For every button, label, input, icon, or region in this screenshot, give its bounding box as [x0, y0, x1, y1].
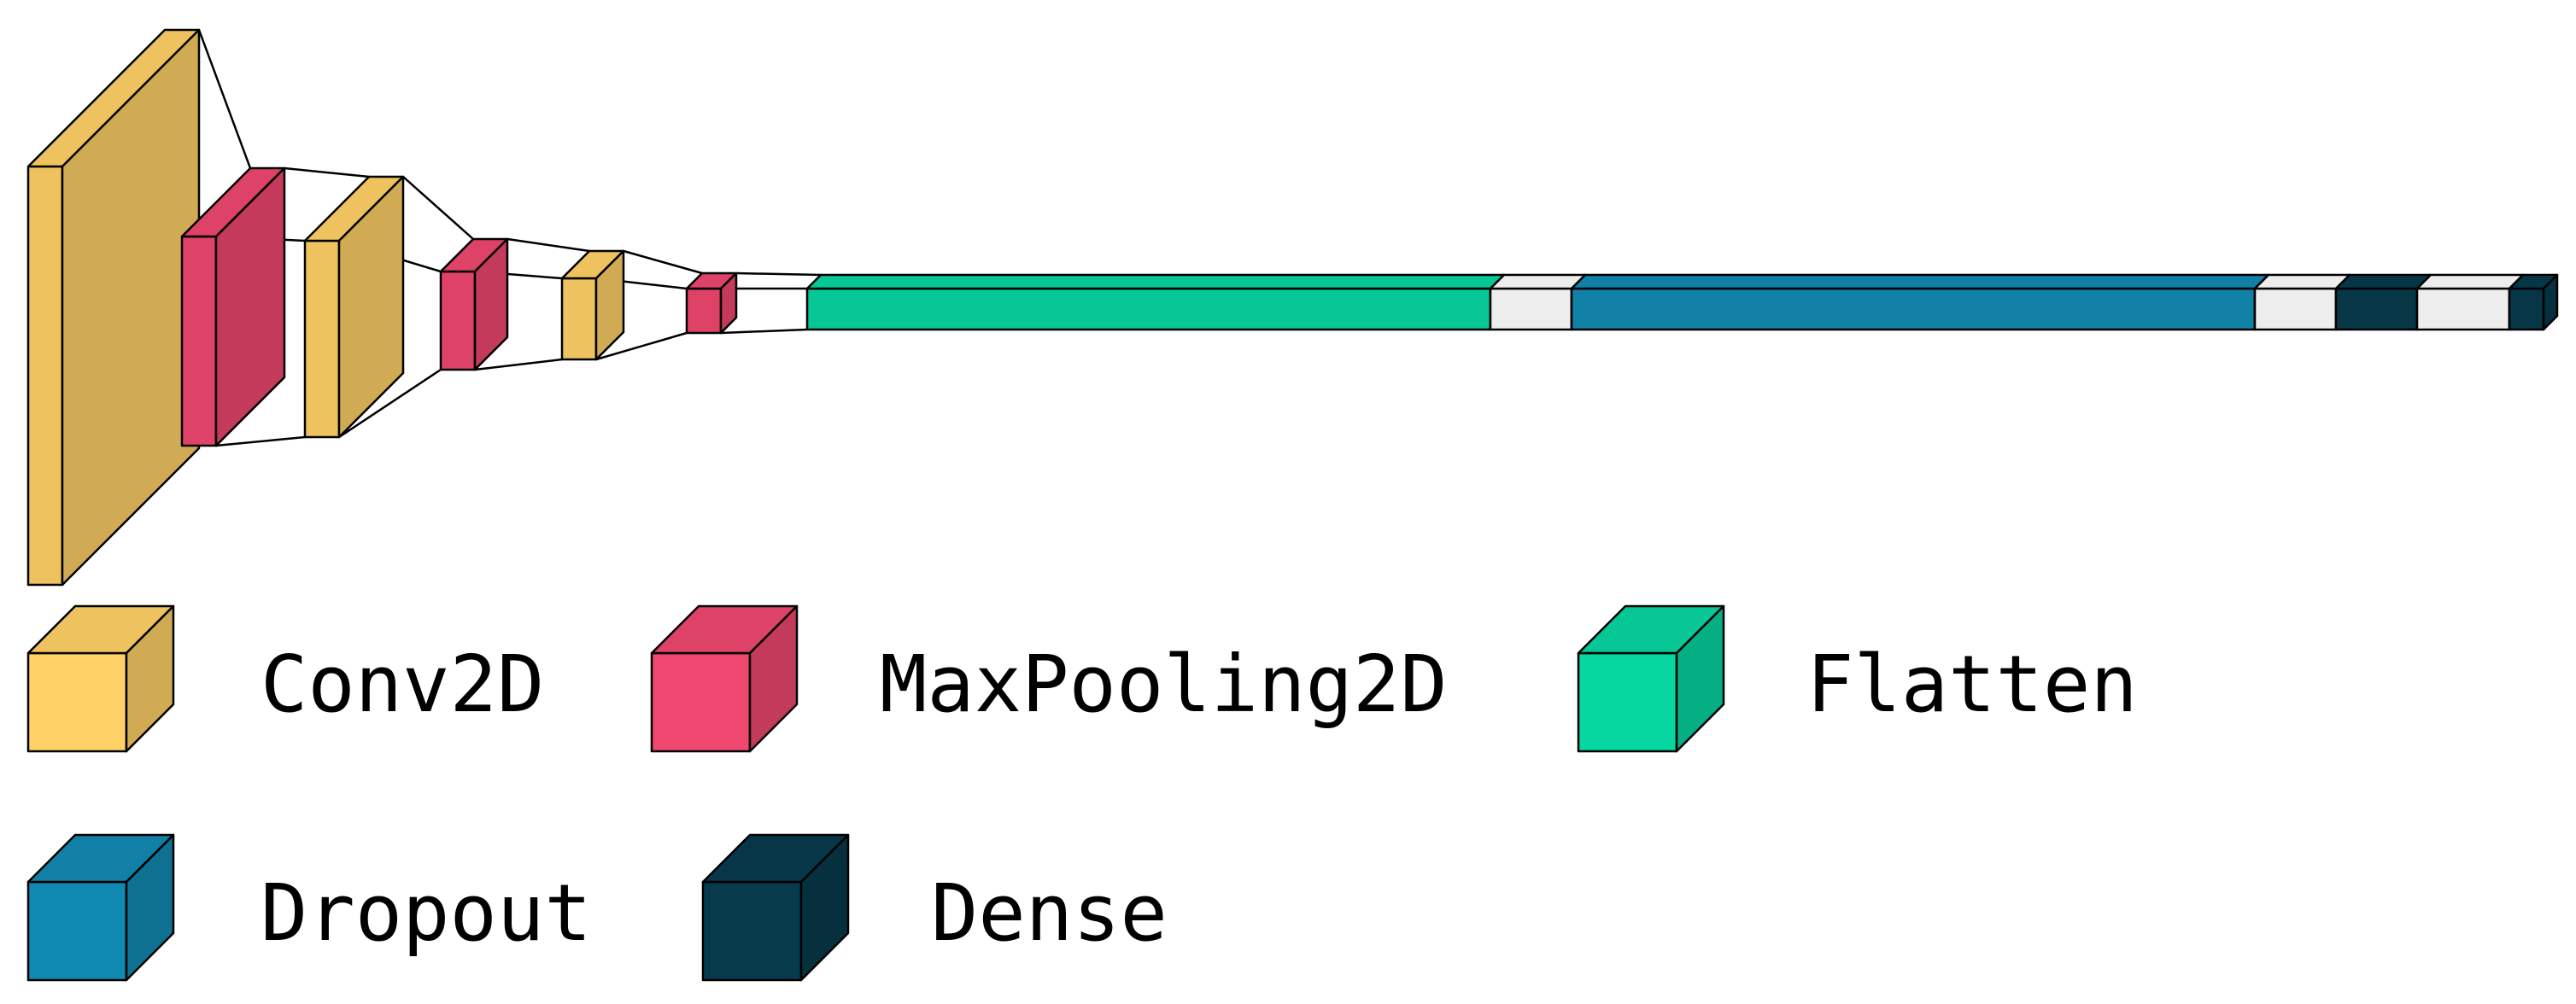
legend-item-maxpooling2d: MaxPooling2D: [650, 604, 1448, 753]
layer-conv2d-2: [303, 175, 405, 439]
layer-conv2d-0: [26, 28, 201, 587]
legend-label-maxpooling2d: MaxPooling2D: [880, 639, 1448, 730]
spacer-block-11: [2415, 273, 2525, 331]
layer-maxpooling2d-3: [439, 237, 509, 371]
layer-dropout-8: [1570, 273, 2270, 331]
layer-maxpooling2d-1: [180, 166, 286, 447]
layer-maxpooling2d-5: [685, 271, 738, 335]
legend-item-flatten: Flatten: [1577, 604, 2138, 753]
legend-label-conv2d: Conv2D: [261, 639, 544, 730]
legend-label-dense: Dense: [931, 867, 1168, 959]
layer-flatten-6: [805, 273, 1506, 331]
layer-stack: [26, 28, 2559, 587]
legend-item-dropout: Dropout: [26, 833, 592, 982]
legend-item-dense: Dense: [701, 833, 1168, 982]
legend-label-flatten: Flatten: [1806, 639, 2138, 730]
legend-label-dropout: Dropout: [261, 867, 592, 959]
legend-item-conv2d: Conv2D: [26, 604, 544, 753]
layer-dense-12: [2508, 273, 2559, 331]
layer-conv2d-4: [560, 249, 625, 361]
